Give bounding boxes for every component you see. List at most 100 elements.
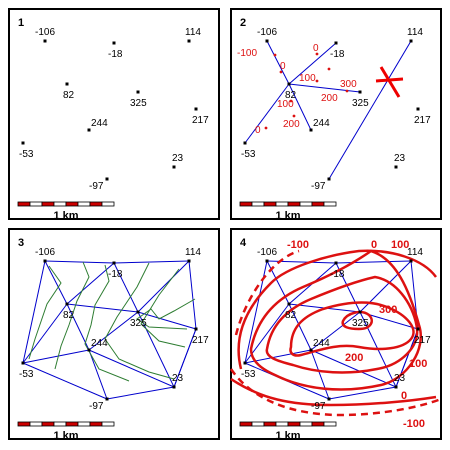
scale-bar-segment <box>41 421 55 427</box>
survey-point-label: 244 <box>313 338 330 349</box>
survey-point-marker <box>194 107 198 111</box>
interpolated-value-label: 0 <box>313 43 319 54</box>
triangulation-edge <box>88 349 108 400</box>
scale-bar-segment <box>101 421 115 427</box>
interpolation-tick <box>289 99 293 103</box>
triangulation-edge <box>106 386 175 400</box>
triangulation-edge <box>88 311 139 351</box>
survey-point-marker <box>65 82 69 86</box>
triangulation-edge <box>335 260 412 264</box>
survey-point-label: 325 <box>352 318 369 329</box>
contour-minus-100-lower <box>229 368 442 417</box>
scale-bar-segment <box>239 201 253 207</box>
contour-200b <box>289 301 415 357</box>
survey-point-label: -106 <box>35 27 55 38</box>
scale-bar-segment <box>299 421 313 427</box>
scale-bar-segment <box>77 201 91 207</box>
survey-point-marker <box>334 261 338 265</box>
interpolation-tick <box>264 126 268 130</box>
survey-point-marker <box>243 141 247 145</box>
interpolated-value-label: 0 <box>280 61 286 72</box>
interpolation-tick <box>273 53 277 57</box>
interpolation-line <box>244 83 290 144</box>
interpolated-contour-line <box>140 268 186 348</box>
triangulation-edge <box>137 260 190 313</box>
survey-point-marker <box>136 310 140 314</box>
interpolated-contour-line <box>136 298 196 330</box>
survey-point-label: -53 <box>241 149 256 160</box>
survey-point-label: -106 <box>257 247 277 258</box>
survey-point-marker <box>87 348 91 352</box>
interpolation-tick <box>315 52 319 56</box>
survey-point-label: 114 <box>185 247 201 258</box>
triangulation-edge <box>22 362 108 400</box>
survey-point-marker <box>43 39 47 43</box>
survey-point-marker <box>112 41 116 45</box>
triangulation-edge <box>66 303 139 313</box>
interpolation-line <box>328 40 412 180</box>
survey-point-marker <box>105 177 109 181</box>
contour-value-label: -100 <box>403 418 425 430</box>
contour-300 <box>341 310 373 331</box>
survey-point-label: 23 <box>172 153 184 164</box>
survey-point-label: 217 <box>414 335 431 346</box>
scale-bar-segment <box>323 421 337 427</box>
scale-bar-segment <box>275 421 289 427</box>
scale-bar-segment <box>239 421 253 427</box>
interpolated-value-label: 0 <box>255 125 261 136</box>
scale-bar-segment <box>89 421 103 427</box>
scale-bar-segment <box>287 201 301 207</box>
interpolated-contour-line <box>104 262 175 380</box>
survey-point-label: -97 <box>311 181 326 192</box>
survey-point-marker <box>172 385 176 389</box>
survey-point-label: -18 <box>330 269 345 280</box>
survey-point-label: 23 <box>394 373 406 384</box>
scale-bar-label: 1 km <box>275 430 300 442</box>
triangulation-edge <box>137 311 175 388</box>
contour-value-label: -100 <box>287 239 309 251</box>
triangulation-edge <box>113 262 139 313</box>
survey-point-marker <box>416 327 420 331</box>
survey-point-marker <box>334 41 338 45</box>
triangulation-edge <box>22 260 46 364</box>
survey-point-marker <box>87 128 91 132</box>
contour-value-label: 0 <box>371 239 377 251</box>
triangulation-edge <box>188 260 197 330</box>
scale-bar-segment <box>323 201 337 207</box>
survey-point-marker <box>409 259 413 263</box>
contour-value-label: 200 <box>345 352 363 364</box>
survey-point-marker <box>309 348 313 352</box>
survey-point-marker <box>409 39 413 43</box>
panel-3-number: 3 <box>18 237 24 249</box>
survey-point-label: 114 <box>407 247 423 258</box>
interpolation-tick <box>327 67 331 71</box>
survey-point-label: 325 <box>130 98 147 109</box>
survey-point-marker <box>21 141 25 145</box>
survey-point-label: 325 <box>130 318 147 329</box>
survey-point-marker <box>243 361 247 365</box>
scale-bar-segment <box>275 201 289 207</box>
scale-bar-segment <box>53 201 67 207</box>
scale-bar-segment <box>29 421 43 427</box>
triangulation-edge <box>44 260 68 305</box>
contour-value-label: 100 <box>409 358 427 370</box>
scale-bar-segment <box>65 421 79 427</box>
triangulation-edge <box>310 349 330 400</box>
interpolation-tick <box>292 114 296 118</box>
survey-point-label: -53 <box>241 369 256 380</box>
survey-point-marker <box>265 259 269 263</box>
interpolation-tick <box>315 79 319 83</box>
survey-point-label: 82 <box>285 90 297 101</box>
cross-marker <box>375 77 404 83</box>
triangulation-edge <box>173 328 197 388</box>
survey-point-marker <box>65 302 69 306</box>
scale-bar-segment <box>89 201 103 207</box>
triangulation-edge <box>44 260 115 264</box>
interpolation-line <box>288 83 312 131</box>
survey-point-label: 244 <box>313 118 330 129</box>
survey-point-label: -53 <box>19 149 34 160</box>
survey-point-marker <box>105 397 109 401</box>
scale-bar-label: 1 km <box>275 210 300 222</box>
